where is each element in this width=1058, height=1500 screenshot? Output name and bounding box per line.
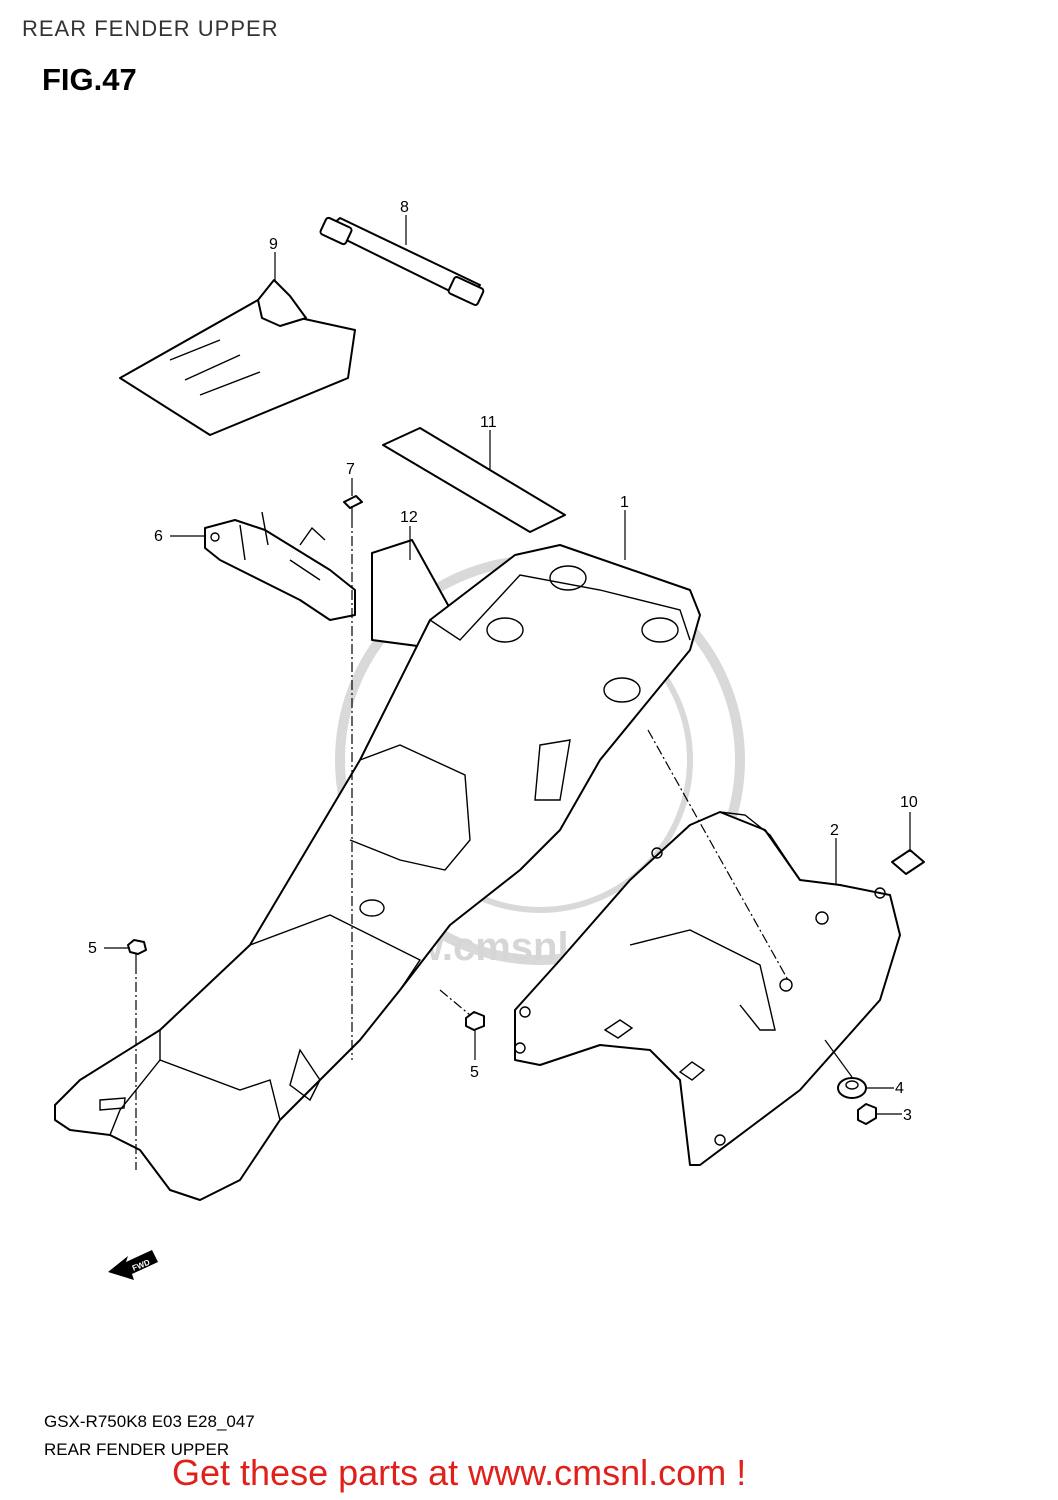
- callout-7: 7: [346, 461, 355, 478]
- callout-1: 1: [620, 494, 629, 511]
- callout-2: 2: [830, 822, 839, 839]
- callout-12: 12: [400, 509, 418, 526]
- part-8-strap: [319, 216, 485, 306]
- figure-caption: REAR FENDER UPPER: [44, 1440, 230, 1459]
- part-11-pad: [382, 427, 566, 533]
- callout-numbers: 8 9 11 7 12 1 6 10 2 5 5 4 3: [88, 199, 918, 1124]
- part-1-rear-fender: [54, 544, 701, 1201]
- forward-arrow-icon: FWD: [108, 1250, 158, 1280]
- callout-4: 4: [895, 1080, 904, 1097]
- part-6-bracket: [204, 511, 356, 621]
- figure-label: FIG.47: [42, 62, 137, 97]
- promo-link[interactable]: Get these parts at www.cmsnl.com !: [172, 1452, 747, 1493]
- callout-10: 10: [900, 794, 918, 811]
- callout-5-left: 5: [88, 940, 97, 957]
- part-9-tool-bag: [119, 279, 356, 436]
- part-4-grommet: [837, 1077, 867, 1099]
- leader-lines: [104, 215, 911, 1170]
- part-7-screw: [343, 495, 363, 518]
- part-5-bolt-left: [127, 939, 147, 964]
- callout-9: 9: [269, 236, 278, 253]
- callout-8: 8: [400, 199, 409, 216]
- callout-6: 6: [154, 528, 163, 545]
- callout-5-center: 5: [470, 1064, 479, 1081]
- part-3-nut: [857, 1103, 877, 1125]
- model-code: GSX-R750K8 E03 E28_047: [44, 1412, 255, 1431]
- callout-11: 11: [480, 414, 497, 431]
- part-10-pad: [891, 849, 925, 875]
- callout-3: 3: [903, 1107, 912, 1124]
- part-5-bolt-center: [465, 1011, 485, 1031]
- page-header-title: REAR FENDER UPPER: [22, 16, 279, 41]
- part-2-side-cover: [514, 811, 901, 1166]
